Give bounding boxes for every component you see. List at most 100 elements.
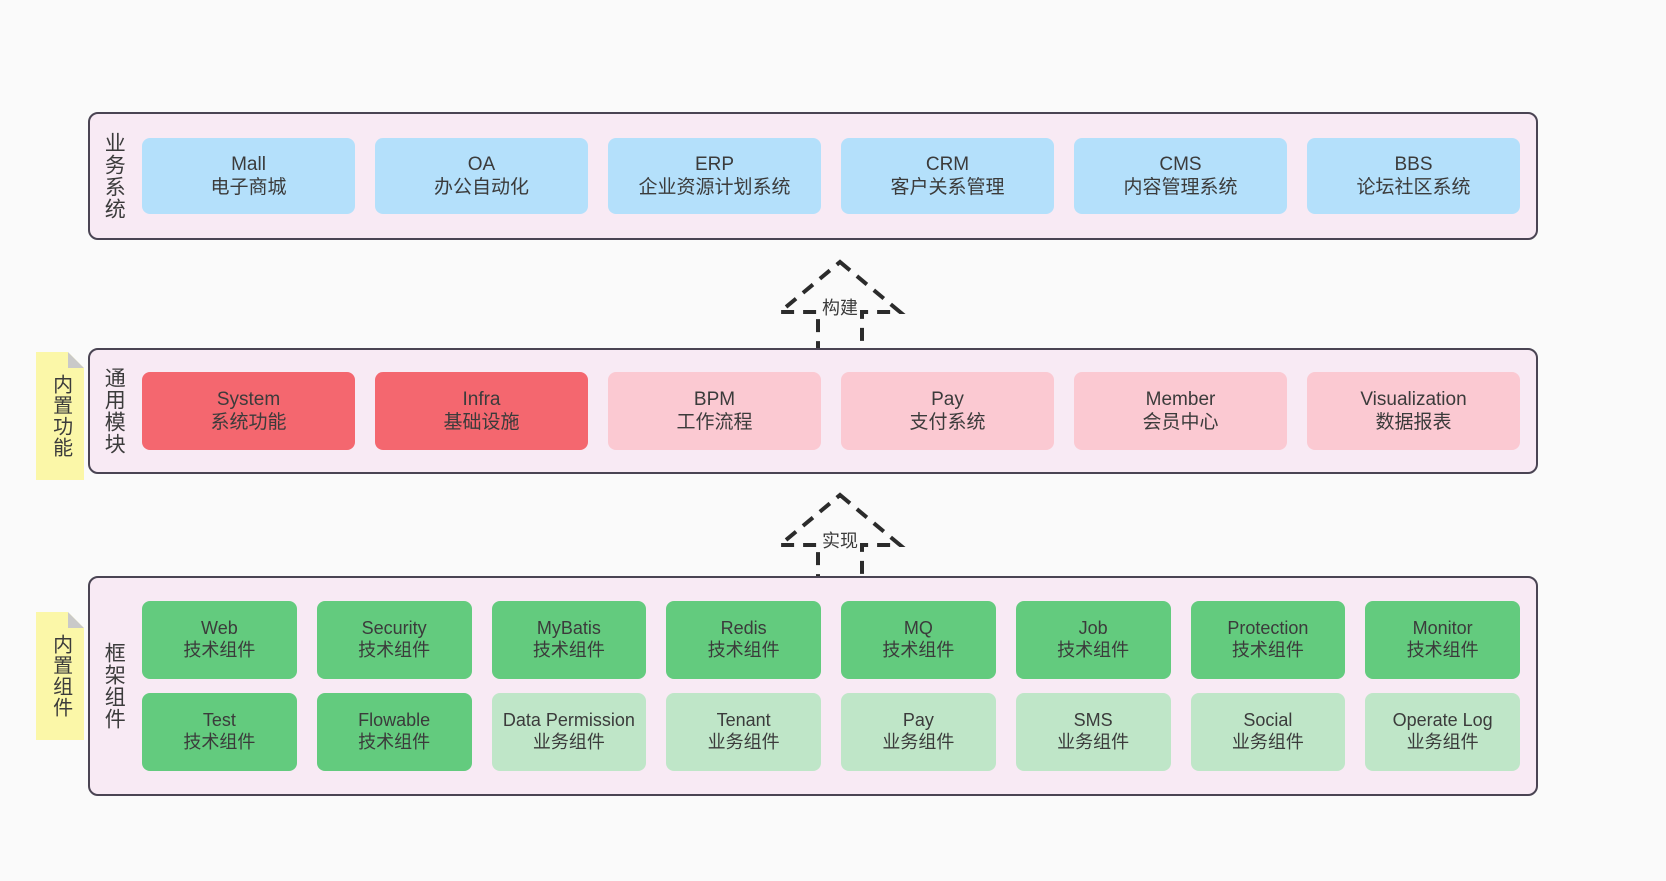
card-title-cn: 会员中心 [1142,412,1219,433]
card-title-cn: 企业资源计划系统 [638,177,791,198]
card-mq[interactable]: MQ 技术组件 [841,601,996,679]
card-title-cn: 基础设施 [443,412,520,433]
card-title-cn: 技术组件 [707,640,780,660]
card-title-en: System [216,388,281,410]
card-title-en: ERP [694,153,735,175]
card-title-cn: 业务组件 [707,732,780,752]
connector-label-realize: 实现 [822,531,858,551]
layer-body-business-systems: Mall 电子商城 OA 办公自动化 ERP 企业资源计划系统 CRM 客户关系… [136,114,1536,238]
card-pay-business[interactable]: Pay 业务组件 [841,693,996,771]
card-title-cn: 业务组件 [1406,732,1479,752]
card-operate-log[interactable]: Operate Log 业务组件 [1365,693,1520,771]
card-row: Web 技术组件 Security 技术组件 MyBatis 技术组件 Redi… [142,601,1520,679]
card-title-cn: 技术组件 [882,640,955,660]
card-title-en: Member [1145,388,1216,410]
card-title-en: CMS [1159,153,1202,175]
card-title-en: Social [1243,710,1293,731]
layer-common-modules: 通用模块 System 系统功能 Infra 基础设施 BPM 工作流程 Pay… [88,348,1538,474]
card-title-en: CRM [925,153,970,175]
card-tenant[interactable]: Tenant 业务组件 [666,693,821,771]
card-title-cn: 技术组件 [1057,640,1130,660]
card-cms[interactable]: CMS 内容管理系统 [1074,138,1287,214]
card-title-cn: 业务组件 [882,732,955,752]
card-title-cn: 电子商城 [210,177,287,198]
card-job[interactable]: Job 技术组件 [1015,601,1171,679]
card-protection[interactable]: Protection 技术组件 [1190,601,1346,679]
card-title-en: Mall [231,153,266,175]
card-title-en: Flowable [358,710,431,731]
card-flowable[interactable]: Flowable 技术组件 [316,693,472,771]
card-title-cn: 内容管理系统 [1123,177,1238,198]
card-mybatis[interactable]: MyBatis 技术组件 [491,601,647,679]
card-title-en: Job [1078,618,1108,639]
card-erp[interactable]: ERP 企业资源计划系统 [608,138,821,214]
card-title-cn: 支付系统 [909,412,986,433]
card-title-en: Data Permission [502,710,635,731]
card-bpm[interactable]: BPM 工作流程 [608,372,821,450]
card-row: Mall 电子商城 OA 办公自动化 ERP 企业资源计划系统 CRM 客户关系… [142,138,1520,214]
card-title-en: Pay [902,710,934,731]
card-bbs[interactable]: BBS 论坛社区系统 [1307,138,1520,214]
card-title-en: MyBatis [536,618,601,639]
card-title-en: OA [467,153,496,175]
card-title-en: Tenant [716,710,771,731]
card-title-cn: 技术组件 [358,640,431,660]
note-label: 内置功能 [49,374,72,458]
card-title-cn: 业务组件 [1057,732,1130,752]
card-title-en: BPM [693,388,736,410]
card-sms[interactable]: SMS 业务组件 [1015,693,1171,771]
card-pay[interactable]: Pay 支付系统 [841,372,1054,450]
card-title-en: Protection [1227,618,1309,639]
note-builtin-component: 内置组件 [36,612,84,740]
card-member[interactable]: Member 会员中心 [1074,372,1287,450]
card-title-cn: 技术组件 [1231,640,1304,660]
card-title-cn: 系统功能 [210,412,287,433]
card-title-cn: 技术组件 [532,640,605,660]
card-visualization[interactable]: Visualization 数据报表 [1307,372,1520,450]
card-title-en: Web [201,618,238,639]
card-title-cn: 技术组件 [358,732,431,752]
card-title-cn: 论坛社区系统 [1356,177,1471,198]
folded-corner-icon [68,612,84,628]
card-title-en: SMS [1073,710,1113,731]
card-data-permission[interactable]: Data Permission 业务组件 [491,693,647,771]
layer-title-framework-components: 框架组件 [102,642,126,730]
card-title-cn: 业务组件 [532,732,605,752]
card-crm[interactable]: CRM 客户关系管理 [841,138,1054,214]
card-mall[interactable]: Mall 电子商城 [142,138,355,214]
card-title-en: Monitor [1412,618,1473,639]
card-redis[interactable]: Redis 技术组件 [666,601,821,679]
card-title-cn: 客户关系管理 [890,177,1005,198]
connector-build: 构建 [750,256,930,356]
card-test[interactable]: Test 技术组件 [142,693,297,771]
connector-label-build: 构建 [822,298,858,318]
layer-framework-components: 框架组件 Web 技术组件 Security 技术组件 MyBatis 技术组件… [88,576,1538,796]
card-infra[interactable]: Infra 基础设施 [375,372,588,450]
layer-body-framework-components: Web 技术组件 Security 技术组件 MyBatis 技术组件 Redi… [136,578,1536,794]
card-title-en: Pay [931,388,964,410]
card-title-cn: 数据报表 [1375,412,1452,433]
card-title-en: Operate Log [1392,710,1493,731]
layer-body-common-modules: System 系统功能 Infra 基础设施 BPM 工作流程 Pay 支付系统… [136,350,1536,472]
card-title-en: Visualization [1360,388,1467,410]
layer-title-business-systems: 业务系统 [102,132,126,220]
note-builtin-function: 内置功能 [36,352,84,480]
card-title-cn: 工作流程 [676,412,753,433]
card-system[interactable]: System 系统功能 [142,372,355,450]
card-title-cn: 办公自动化 [433,177,529,198]
card-title-en: Security [361,618,427,639]
card-social[interactable]: Social 业务组件 [1190,693,1346,771]
card-web[interactable]: Web 技术组件 [142,601,297,679]
card-title-en: BBS [1394,153,1433,175]
card-security[interactable]: Security 技术组件 [316,601,472,679]
card-oa[interactable]: OA 办公自动化 [375,138,588,214]
card-title-cn: 业务组件 [1231,732,1304,752]
card-title-en: Test [202,710,236,731]
card-title-cn: 技术组件 [1406,640,1479,660]
card-title-en: Infra [462,388,501,410]
card-title-cn: 技术组件 [183,732,256,752]
card-monitor[interactable]: Monitor 技术组件 [1365,601,1520,679]
card-title-cn: 技术组件 [183,640,256,660]
connector-realize: 实现 [750,489,930,589]
